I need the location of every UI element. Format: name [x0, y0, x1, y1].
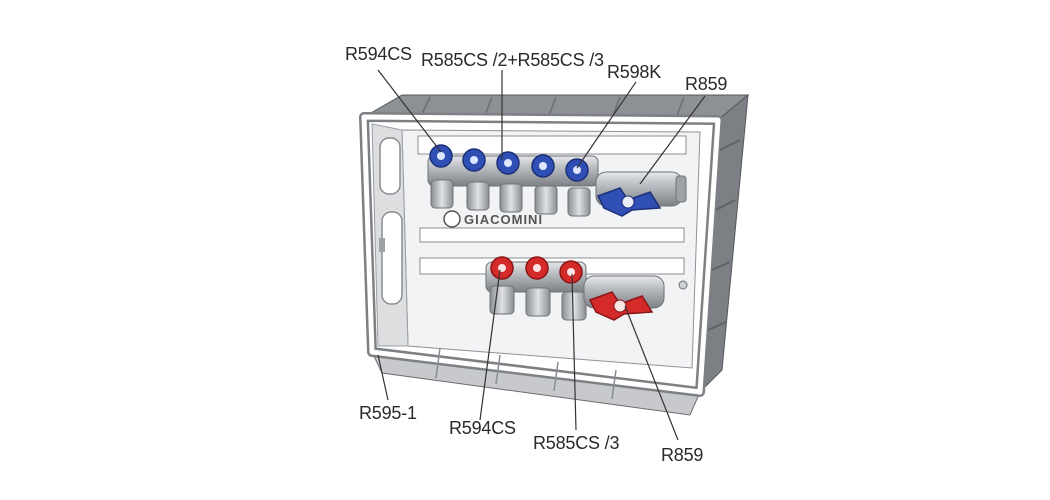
- hot-valve-caps: [490, 256, 583, 284]
- brand-name: GIACOMINI: [464, 212, 543, 227]
- cold-ball-valve: [595, 171, 687, 217]
- top-cold-manifold: [427, 144, 687, 217]
- top-rail: [417, 135, 687, 155]
- leader-top-left: [377, 69, 442, 153]
- label-r585cs-2-3-top: R585CS /2+R585CS /3: [421, 50, 604, 70]
- brand-logo: GIACOMINI: [443, 210, 543, 228]
- label-r595-1: R595-1: [359, 403, 417, 423]
- bottom-outlets: [489, 285, 587, 321]
- label-r598k: R598K: [607, 62, 662, 82]
- cold-valve-caps: [429, 144, 589, 182]
- hot-ball-valve: [583, 275, 665, 321]
- leader-top-right: [639, 95, 706, 185]
- leader-bottom-valve: [479, 269, 501, 421]
- left-knockout-top: [379, 137, 401, 195]
- label-r594cs-top: R594CS: [345, 44, 412, 64]
- label-r859-bottom: R859: [661, 445, 704, 465]
- leader-bottom-box: [377, 354, 389, 401]
- label-r585cs-3-bottom: R585CS /3: [533, 433, 620, 453]
- brand-logo-icon: [443, 210, 461, 228]
- top-outlets: [430, 179, 591, 217]
- label-r594cs-bottom: R594CS: [449, 418, 516, 438]
- middle-rail: [419, 227, 685, 243]
- box-right-ribs: [707, 139, 741, 331]
- leader-bottom-right: [624, 305, 679, 441]
- leader-lines: [377, 69, 706, 441]
- left-knockout-bottom: [381, 211, 403, 305]
- label-r859-top: R859: [685, 74, 728, 94]
- leader-bottom-center: [571, 273, 577, 431]
- leader-top-right-valve: [576, 81, 637, 169]
- box-bottom-ribs: [435, 347, 617, 400]
